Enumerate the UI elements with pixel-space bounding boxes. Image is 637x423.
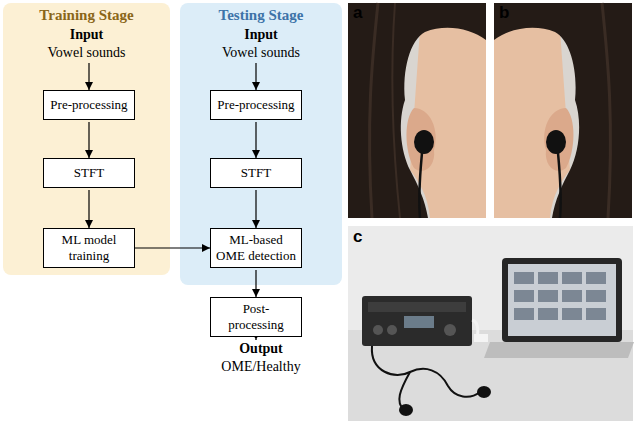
io-heading: Input [13,26,160,44]
panel-letter: a [353,4,362,21]
stage-title: Testing Stage [180,3,342,24]
panel-letter: c [353,228,362,245]
io-heading: Output [186,340,336,358]
process-box: Post-processing [210,297,302,337]
box-label: STFT [74,165,104,181]
ear-photo-a [348,3,486,218]
stage-panel: Training StageInputVowel soundsPre-proce… [3,3,170,275]
box-label: ML-based OME detection [215,232,297,263]
io-label: InputVowel sounds [13,26,160,61]
stage-title: Training Stage [3,3,170,24]
io-label: InputVowel sounds [190,26,332,61]
io-text: OME/Healthy [186,358,336,376]
stage-panel: Testing StageInputVowel soundsPre-proces… [180,3,342,285]
process-box: STFT [43,158,135,188]
io-label: OutputOME/Healthy [186,340,336,375]
process-box: ML model training [43,228,135,268]
arrow-connector [255,270,256,297]
box-label: ML model training [48,232,130,263]
box-label: STFT [241,165,271,181]
arrow-connector [255,339,256,340]
io-text: Vowel sounds [13,44,160,62]
process-box: Pre-processing [210,90,302,120]
box-label: Post-processing [215,301,297,332]
io-heading: Input [190,26,332,44]
arrow-connector [255,63,256,90]
arrow-connector [255,190,256,228]
process-box: Pre-processing [43,90,135,120]
arrow-connector [88,63,89,90]
process-box: STFT [210,158,302,188]
panel-letter: b [499,4,509,21]
ear-photo-b [494,3,632,218]
setup-photo-c [348,226,634,421]
arrow-connector [88,190,89,228]
box-label: Pre-processing [217,97,294,113]
box-label: Pre-processing [50,97,127,113]
arrow-connector [135,247,210,248]
process-box: ML-based OME detection [210,228,302,268]
arrow-connector [255,122,256,158]
io-text: Vowel sounds [190,44,332,62]
arrow-connector [88,122,89,158]
